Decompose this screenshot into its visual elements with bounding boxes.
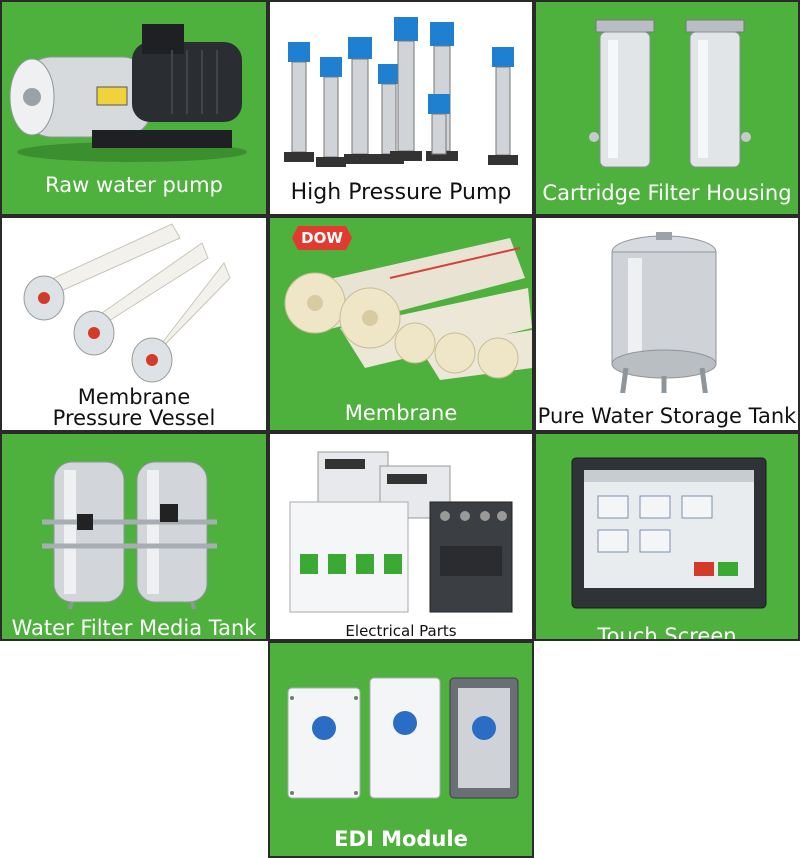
tile-raw-water-pump: Raw water pump — [0, 0, 268, 216]
tile-high-pressure-pump: High Pressure Pump — [268, 0, 534, 216]
raw-water-pump-label: Raw water pump — [45, 173, 223, 197]
pure-water-storage-tank-label: Pure Water Storage Tank — [537, 404, 797, 428]
electrical-parts-label: Electrical Parts — [345, 622, 457, 640]
water-filter-media-tank-image — [42, 461, 217, 609]
raw-water-pump-image — [9, 24, 247, 162]
pure-water-storage-tank-image — [611, 232, 717, 393]
membrane-pressure-vessel-label-line2: Pressure Vessel — [52, 406, 216, 430]
tile-edi-module: EDI Module — [268, 641, 534, 858]
tile-membrane: DOW Membrane — [268, 216, 534, 432]
edi-module-label: EDI Module — [334, 827, 468, 851]
high-pressure-pump-label: High Pressure Pump — [290, 180, 512, 205]
touch-screen-label: Touch Screen — [597, 624, 737, 641]
tile-membrane-pressure-vessel: Membrane Pressure Vessel — [0, 216, 268, 432]
membrane-pressure-vessel-image — [23, 223, 231, 383]
edi-module-image — [287, 677, 519, 799]
tile-touch-screen: Touch Screen — [534, 432, 800, 641]
membrane-label: Membrane — [344, 401, 458, 425]
touch-screen-image — [571, 457, 767, 609]
tile-pure-water-storage-tank: Pure Water Storage Tank — [534, 216, 800, 432]
dow-logo: DOW — [292, 226, 352, 250]
dow-logo-text: DOW — [301, 229, 343, 247]
tile-water-filter-media-tank: Water Filter Media Tank — [0, 432, 268, 641]
cartridge-filter-housing-label: Cartridge Filter Housing — [542, 181, 792, 205]
cartridge-filter-housing-image — [589, 19, 751, 168]
electrical-parts-image — [289, 451, 513, 613]
membrane-pressure-vessel-label-line1: Membrane — [77, 385, 191, 409]
tile-cartridge-filter-housing: Cartridge Filter Housing — [534, 0, 800, 216]
high-pressure-pump-image — [284, 17, 518, 167]
water-filter-media-tank-label: Water Filter Media Tank — [11, 616, 257, 640]
tile-electrical-parts: Electrical Parts — [268, 432, 534, 641]
membrane-image — [284, 238, 532, 380]
